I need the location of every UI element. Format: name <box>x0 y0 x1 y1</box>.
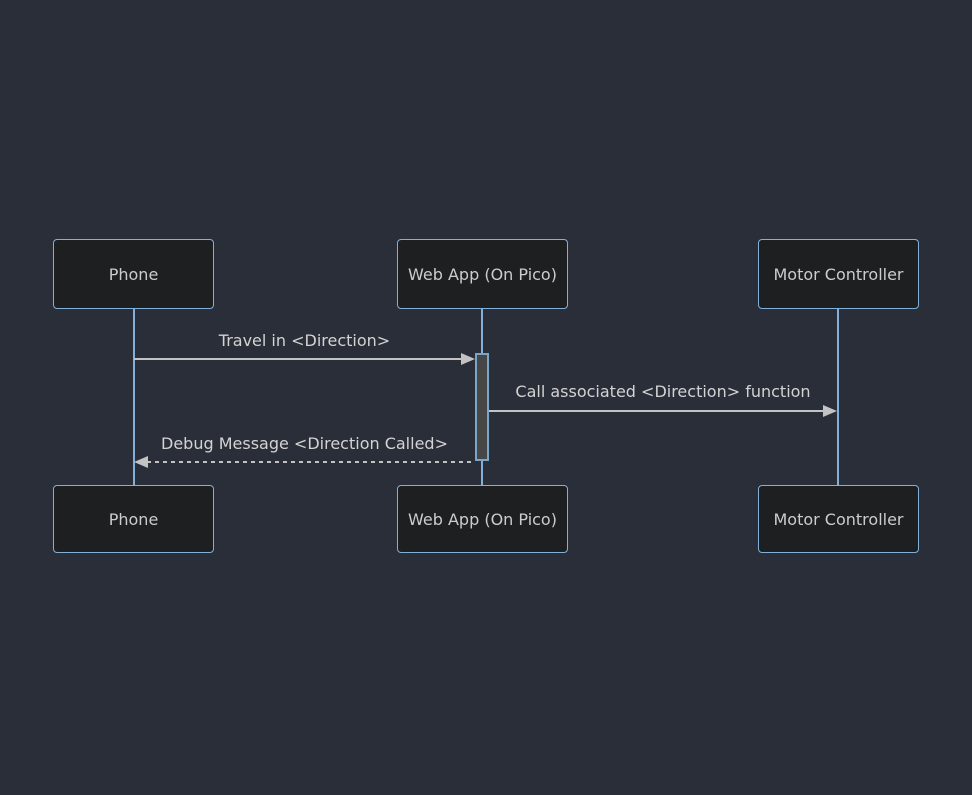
actor-box-motor-top: Motor Controller <box>758 239 919 309</box>
actor-label-webapp: Web App (On Pico) <box>408 264 557 284</box>
arrowhead-left-icon <box>134 456 148 468</box>
activation-bar-webapp <box>475 353 489 461</box>
actor-box-phone-top: Phone <box>53 239 214 309</box>
lifeline-phone <box>133 309 135 485</box>
actor-label-motor: Motor Controller <box>773 264 904 284</box>
message-line <box>489 410 823 412</box>
message-label: Travel in <Direction> <box>218 331 391 350</box>
lifeline-motor <box>837 309 839 485</box>
actor-label-webapp: Web App (On Pico) <box>408 509 557 529</box>
arrowhead-right-icon <box>461 353 475 365</box>
actor-box-webapp-top: Web App (On Pico) <box>397 239 568 309</box>
actor-label-motor: Motor Controller <box>773 509 904 529</box>
actor-label-phone: Phone <box>108 264 159 284</box>
message-line-dashed <box>147 461 475 463</box>
arrowhead-right-icon <box>823 405 837 417</box>
actor-box-phone-bottom: Phone <box>53 485 214 553</box>
actor-box-motor-bottom: Motor Controller <box>758 485 919 553</box>
message-label: Call associated <Direction> function <box>515 382 811 401</box>
actor-box-webapp-bottom: Web App (On Pico) <box>397 485 568 553</box>
message-label: Debug Message <Direction Called> <box>161 434 448 453</box>
actor-label-phone: Phone <box>108 509 159 529</box>
message-line <box>134 358 464 360</box>
